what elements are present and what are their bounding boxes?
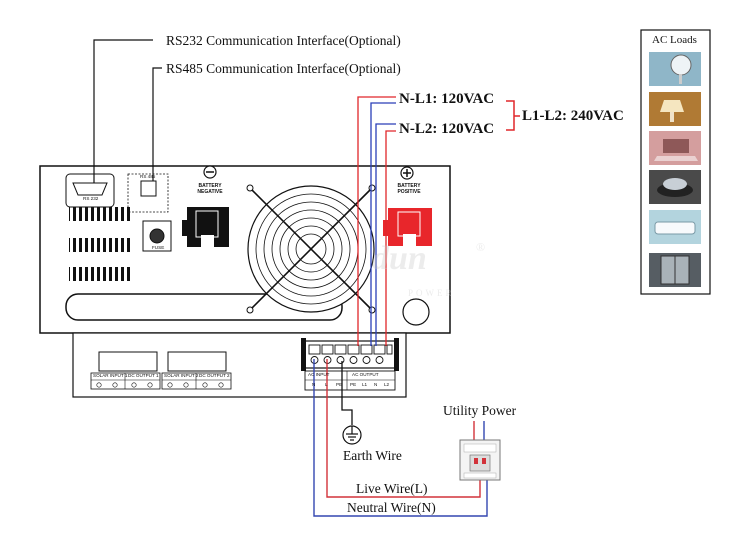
rs485-port-label: RS 485 — [140, 174, 156, 179]
watermark-brand: dun — [372, 240, 427, 277]
slot-bar — [65, 293, 343, 321]
vent-row-1 — [69, 207, 133, 221]
vent-row-2 — [69, 238, 133, 252]
ac-load-laptop — [649, 131, 701, 165]
wire-l1-red — [357, 96, 396, 346]
fuse-label: FUSE — [152, 245, 165, 250]
dc-output-2-label: DC OUTPUT 2 — [199, 373, 230, 378]
earth-wire-label: Earth Wire — [343, 448, 402, 463]
wire-l2-red — [385, 130, 396, 346]
rs485-port-icon — [140, 180, 157, 197]
ac-load-desk-fan — [649, 52, 701, 86]
vent-row-3 — [69, 267, 133, 281]
ac-load-table-lamp — [649, 92, 701, 126]
l1-l2-bracket — [506, 100, 515, 131]
dc-label-strip-2 — [161, 372, 232, 390]
ac-input-term-l: L — [325, 382, 328, 387]
dc-output-1-label: DC OUTPUT 1 — [128, 373, 159, 378]
rs232-port-icon — [72, 182, 108, 196]
battery-negative-terminal — [182, 207, 229, 247]
battery-positive-terminal — [383, 208, 432, 246]
ac-output-term-pe: PE — [350, 382, 357, 387]
knob — [402, 298, 430, 326]
rs232-label: RS232 Communication Interface(Optional) — [166, 33, 401, 48]
live-wire — [326, 359, 481, 498]
neutral-wire — [313, 359, 488, 517]
ac-load-refrigerator — [649, 253, 701, 287]
live-wire-label: Live Wire(L) — [356, 481, 428, 496]
ac-output-term-l2: L2 — [384, 382, 390, 387]
fuse-icon — [149, 228, 165, 244]
ac-load-induction-cooker — [649, 170, 701, 204]
n-l2-label: N-L2: 120VAC — [399, 121, 495, 137]
solar-window-2 — [167, 351, 227, 372]
ac-output-term-l1: L1 — [362, 382, 368, 387]
neutral-wire-label: Neutral Wire(N) — [347, 500, 436, 515]
utility-power-label: Utility Power — [443, 403, 517, 418]
ac-load-air-conditioner — [649, 210, 701, 244]
cooling-fan — [246, 184, 376, 314]
n-l1-label: N-L1: 120VAC — [399, 91, 495, 107]
utility-breaker — [459, 439, 501, 481]
wire-n-blue-1 — [370, 102, 396, 346]
rs232-port-label: RS 232 — [83, 196, 99, 201]
battery-positive-label: BATTERY POSITIVE — [397, 183, 421, 195]
ac-input-term-n: N — [312, 382, 316, 387]
solar-window-1 — [98, 351, 158, 372]
wire-n-blue-2 — [375, 123, 396, 346]
ac-loads-title: AC Loads — [652, 34, 697, 46]
ground-icon — [342, 425, 362, 445]
ac-output-term-n: N — [374, 382, 378, 387]
ac-input-label: AC INPUT — [308, 372, 330, 377]
ac-output-label: AC OUTPUT — [352, 372, 379, 377]
watermark-registered: ® — [476, 240, 486, 254]
solar-input-2-label: SOLAR INPUT 2 — [164, 373, 199, 378]
dc-label-strip-1 — [90, 372, 161, 390]
rs232-leader-line — [93, 39, 153, 183]
ac-input-term-pe: PE — [336, 382, 343, 387]
watermark-sub: POWER — [408, 288, 455, 298]
earth-wire — [341, 361, 353, 425]
rs485-leader-line — [152, 67, 162, 181]
solar-input-1-label: SOLAR INPUT 1 — [93, 373, 128, 378]
rs485-label: RS485 Communication Interface(Optional) — [166, 61, 401, 76]
battery-negative-label: BATTERY NEGATIVE — [197, 183, 223, 195]
l1-l2-label: L1-L2: 240VAC — [522, 108, 624, 124]
